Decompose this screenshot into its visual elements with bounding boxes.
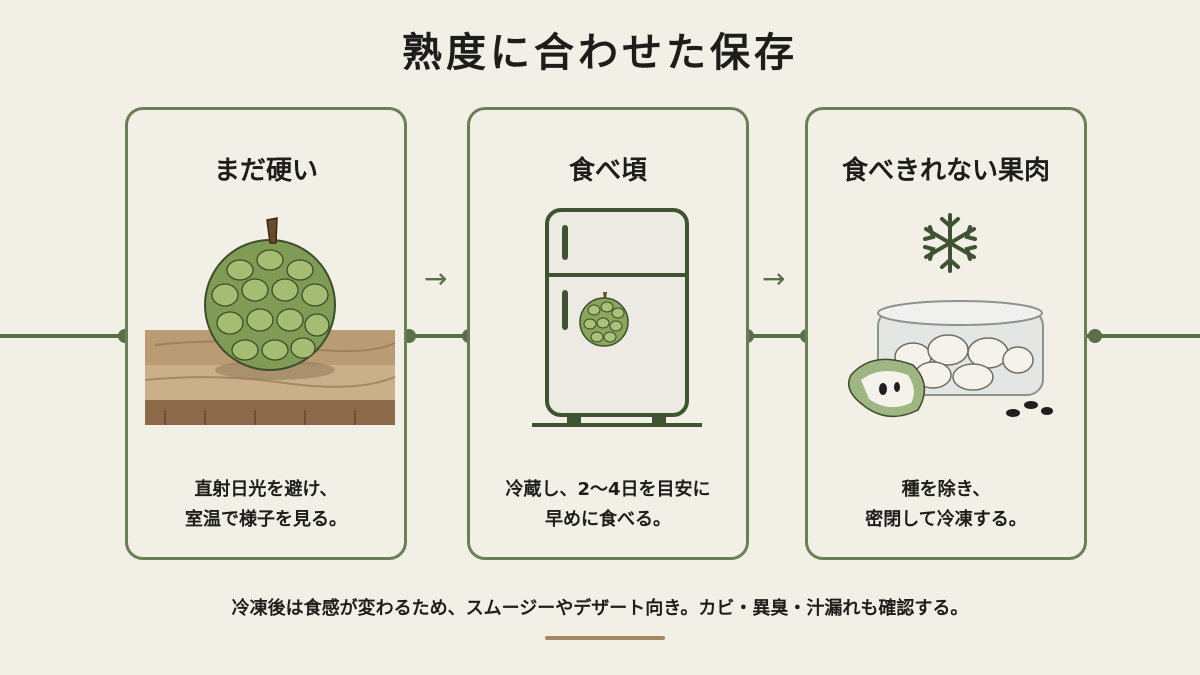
card-title: 食べ頃 <box>568 156 647 186</box>
arrow-right-icon: → <box>424 262 448 295</box>
stage-card-ripe: 食べ頃 冷蔵し、2〜4日を目安に 早めに食べる。 <box>467 107 749 560</box>
frozen-fruit-container-illustration <box>848 300 1053 418</box>
timeline-dot <box>1088 329 1102 343</box>
stage-card-leftover: 食べきれない果肉 種を除き、 密閉して冷凍する。 <box>805 107 1087 560</box>
card-title: まだ硬い <box>213 156 318 186</box>
snowflake-icon <box>923 213 977 273</box>
card-description: 種を除き、 密閉して冷凍する。 <box>865 479 1027 530</box>
arrow-right-icon: → <box>762 262 786 295</box>
card-title: 食べきれない果肉 <box>841 156 1050 186</box>
card-description: 直射日光を避け、 室温で様子を見る。 <box>185 479 347 530</box>
stage-card-hard: まだ硬い 直射日光を避け、 室温で様子を見る。 <box>125 107 407 560</box>
card-description: 冷蔵し、2〜4日を目安に 早めに食べる。 <box>505 479 711 530</box>
page-title: 熟度に合わせた保存 <box>402 30 798 76</box>
footer-note: 冷凍後は食感が変わるため、スムージーやデザート向き。カビ・異臭・汁漏れも確認する… <box>231 598 969 619</box>
refrigerator-illustration <box>532 208 702 427</box>
custard-apple-on-wood-illustration <box>144 217 396 425</box>
footer-divider <box>545 636 665 640</box>
